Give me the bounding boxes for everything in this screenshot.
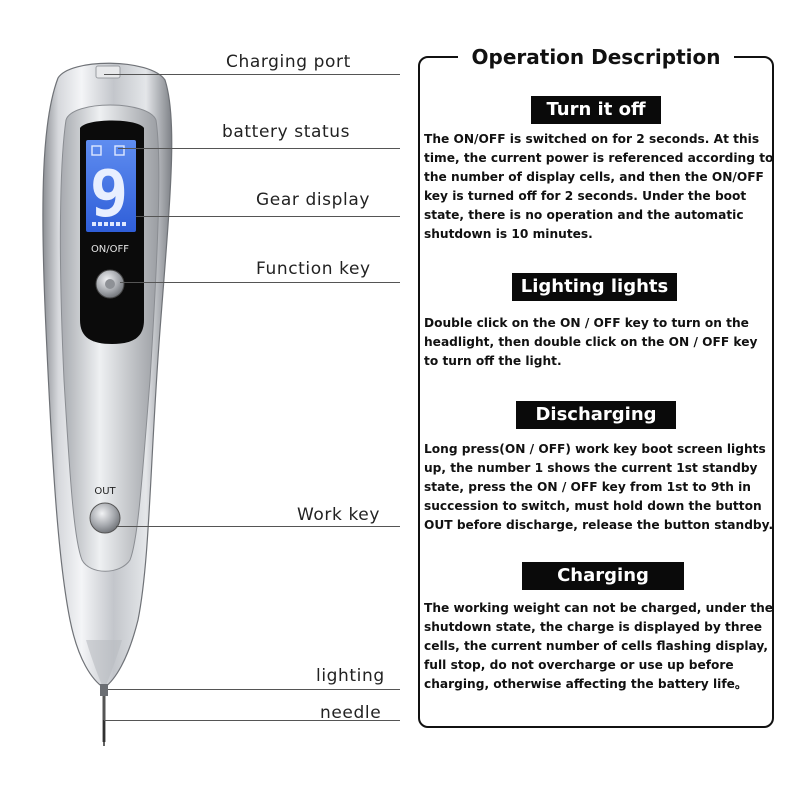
pen-tip [86, 640, 122, 690]
out-label: OUT [94, 486, 116, 497]
section-body-turn-off: The ON/OFF is switched on for 2 seconds.… [424, 132, 774, 241]
work-key-leader [116, 526, 400, 527]
on-off-label: ON/OFF [91, 244, 129, 255]
section-body-discharging: Long press(ON / OFF) work key boot scree… [424, 442, 774, 532]
work-key-label: Work key [297, 505, 381, 525]
section-heading-discharging: Discharging [516, 401, 676, 429]
function-key-center-icon [105, 279, 115, 289]
gear-digit: 9 [90, 158, 129, 232]
charging-port [95, 65, 121, 79]
lighting-label: lighting [316, 666, 385, 686]
lcd-display [86, 140, 136, 232]
charging-port-leader [104, 74, 400, 75]
section-heading-turn-off: Turn it off [531, 96, 661, 124]
function-key-leader [120, 282, 400, 283]
mole-removal-pen-illustration: 9 ON/OFF OUT [42, 62, 173, 746]
battery-icon [91, 145, 125, 156]
section-body-charging: The working weight can not be charged, u… [424, 601, 774, 691]
section-heading-charging: Charging [522, 562, 684, 590]
function-key-label: Function key [256, 259, 371, 279]
gear-display-label: Gear display [256, 190, 371, 210]
section-body-lighting: Double click on the ON / OFF key to turn… [424, 316, 758, 368]
charging-port-label: Charging port [226, 52, 351, 72]
needle-label: needle [320, 703, 382, 723]
section-heading-lighting: Lighting lights [512, 273, 677, 301]
needle-collar [100, 684, 108, 696]
gear-display-leader [136, 216, 400, 217]
needle-leader [104, 720, 400, 721]
panel-title: Operation Description [458, 40, 734, 74]
battery-status-label: battery status [222, 122, 351, 142]
lcd-level-bars [92, 222, 126, 226]
lighting-leader [108, 689, 400, 690]
work-key[interactable] [89, 502, 121, 534]
battery-status-leader [118, 148, 400, 149]
